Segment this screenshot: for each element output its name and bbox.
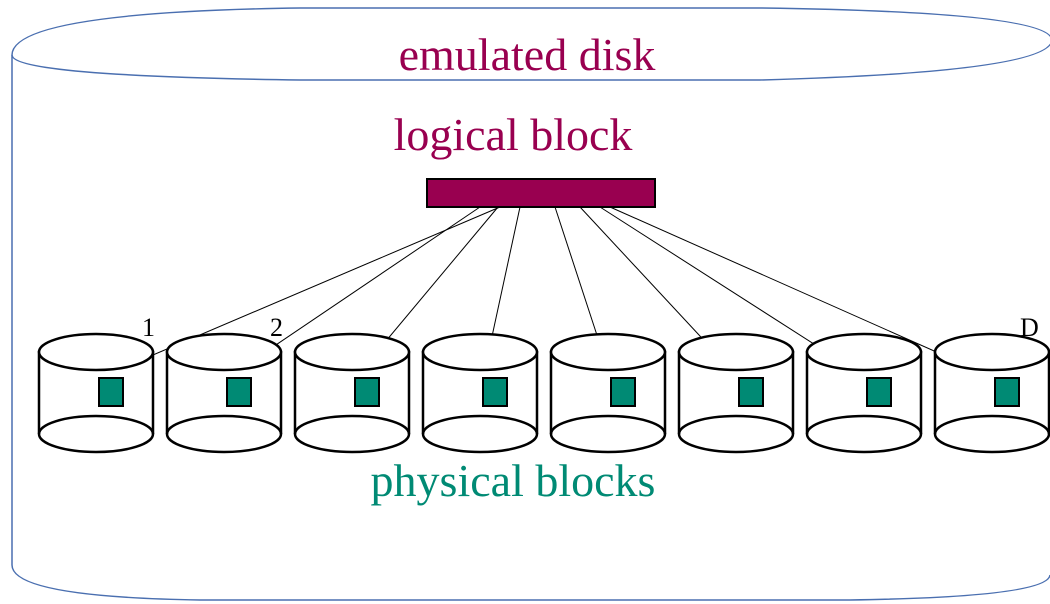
physical-block xyxy=(738,377,764,407)
physical-disk-3 xyxy=(293,332,411,454)
emulated-disk-body xyxy=(11,55,1050,601)
mapping-arrow-8 xyxy=(609,206,995,378)
disk-number-d: D xyxy=(1020,313,1039,342)
physical-disk-6 xyxy=(677,332,795,454)
physical-disk-body xyxy=(549,350,667,454)
physical-disk-bottom-rim xyxy=(805,414,923,435)
physical-disk-body xyxy=(421,350,539,454)
disk-number-1: 1 xyxy=(142,313,155,342)
physical-disk-top xyxy=(421,332,539,372)
emulated-disk-cylinder xyxy=(11,7,1050,601)
physical-disk-4 xyxy=(421,332,539,454)
physical-disk-8 xyxy=(933,332,1050,454)
physical-disk-top xyxy=(549,332,667,372)
physical-disk-bottom-rim xyxy=(549,414,667,435)
physical-disk-1 xyxy=(37,332,155,454)
physical-block xyxy=(610,377,636,407)
logical-block-label: logical block xyxy=(394,109,633,160)
physical-disk-body xyxy=(165,350,283,454)
physical-disk-bottom-rim xyxy=(165,414,283,435)
physical-disk-5 xyxy=(549,332,667,454)
emulated-disk-label: emulated disk xyxy=(399,29,656,80)
physical-disk-body xyxy=(933,350,1050,454)
physical-disk-2 xyxy=(165,332,283,454)
physical-disk-top xyxy=(293,332,411,372)
physical-disk-body xyxy=(805,350,923,454)
physical-disk-bottom-rim xyxy=(293,414,411,435)
disk-number-2: 2 xyxy=(270,313,283,342)
physical-block xyxy=(482,377,508,407)
emulated-disk-top-ellipse xyxy=(11,7,1050,81)
physical-disk-top xyxy=(165,332,283,372)
physical-disk-bottom-rim xyxy=(421,414,539,435)
physical-disk-body xyxy=(293,350,411,454)
physical-disk-bottom-rim xyxy=(933,414,1050,435)
logical-block xyxy=(426,178,656,208)
physical-block xyxy=(226,377,252,407)
physical-disk-bottom-rim xyxy=(37,414,155,435)
physical-block xyxy=(354,377,380,407)
physical-disk-top xyxy=(805,332,923,372)
physical-disk-bottom-rim xyxy=(677,414,795,435)
physical-disk-body xyxy=(37,350,155,454)
physical-disks xyxy=(37,332,1050,454)
mapping-arrow-1 xyxy=(99,206,501,378)
physical-disk-top xyxy=(37,332,155,372)
physical-disk-top xyxy=(933,332,1050,372)
physical-disk-7 xyxy=(805,332,923,454)
physical-block xyxy=(866,377,892,407)
physical-disk-top xyxy=(677,332,795,372)
physical-disk-body xyxy=(677,350,795,454)
physical-block xyxy=(994,377,1020,407)
physical-block xyxy=(98,377,124,407)
physical-blocks-label: physical blocks xyxy=(371,455,656,506)
